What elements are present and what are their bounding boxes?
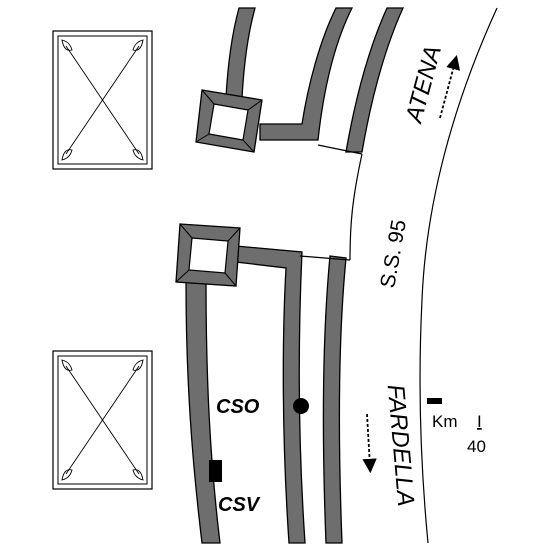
road-edge-west [349, 153, 363, 261]
wall-system-bottom [185, 245, 347, 544]
km-label: Km [432, 412, 458, 431]
pillar-top [195, 89, 263, 153]
cso-label: CSO [216, 396, 260, 418]
direction-label-north: ATENA [400, 43, 447, 127]
north-arrow-icon [439, 55, 461, 119]
fence-bottom [299, 255, 351, 261]
plot-top [52, 30, 153, 170]
plot-bottom [52, 350, 153, 490]
road-name-label: S.S. 95 [376, 218, 411, 290]
fence-top [317, 144, 363, 155]
csv-marker-icon [209, 460, 222, 482]
km-number: 40 [467, 437, 486, 456]
direction-label-south: FARDELLA [382, 383, 420, 507]
wall-system-top [225, 7, 405, 153]
km-marker-icon [427, 398, 442, 404]
south-arrow-icon [362, 413, 377, 474]
pillar-bottom [175, 223, 241, 287]
cso-marker-icon [293, 398, 309, 414]
km-value: I [477, 412, 482, 431]
csv-label: CSV [218, 494, 261, 516]
road-edge-east [419, 7, 498, 544]
